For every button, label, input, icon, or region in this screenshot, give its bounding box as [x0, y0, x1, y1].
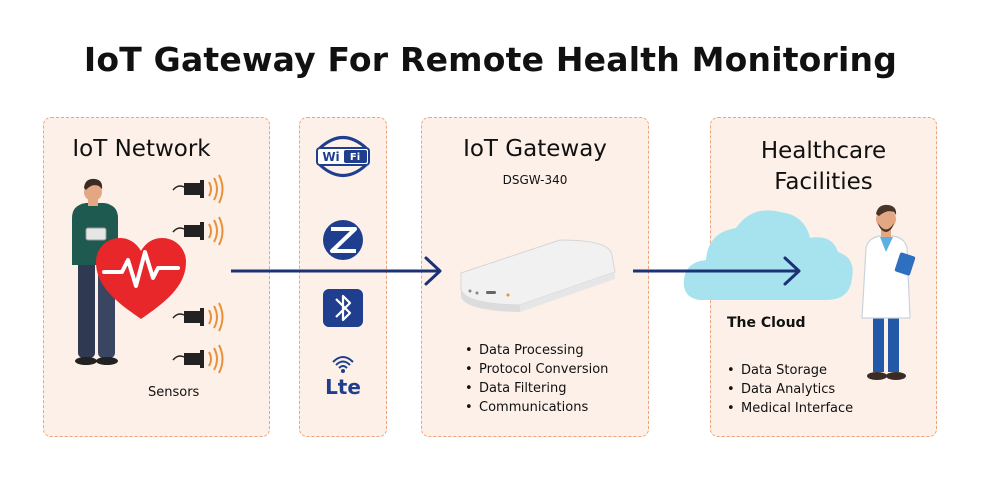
iot-gateway-heading: IoT Gateway: [463, 136, 607, 162]
list-item: Data Filtering: [465, 379, 608, 398]
arrow-to-gateway: [231, 256, 442, 286]
healthcare-feature-list: Data Storage Data Analytics Medical Inte…: [727, 361, 853, 418]
list-item: Protocol Conversion: [465, 360, 608, 379]
sensors-label: Sensors: [148, 385, 200, 400]
gateway-feature-list: Data Processing Protocol Conversion Data…: [465, 341, 608, 417]
lte-text: Lte: [325, 375, 361, 399]
gateway-model: DSGW-340: [502, 173, 568, 187]
list-item: Data Analytics: [727, 380, 853, 399]
list-item: Communications: [465, 398, 608, 417]
heartbeat-icon: [102, 250, 180, 288]
wifi-text-wi: Wi: [322, 150, 339, 164]
lte-icon: Lte: [325, 356, 361, 399]
doctor-figure: [861, 204, 916, 380]
sensor-icon: [172, 302, 224, 332]
iot-network-heading: IoT Network: [72, 136, 211, 162]
sensor-icon: [172, 174, 224, 204]
list-item: Data Storage: [727, 361, 853, 380]
cloud-icon: [683, 210, 853, 300]
wifi-text-fi: Fi: [350, 152, 360, 163]
heart-icon: [96, 238, 186, 319]
page-title: IoT Gateway For Remote Health Monitoring: [83, 40, 898, 79]
bluetooth-icon: [323, 289, 363, 327]
gateway-device-icon: [460, 239, 616, 312]
wifi-icon: Wi Fi: [316, 136, 370, 177]
protocols-panel: [299, 117, 387, 437]
sensor-icon: [172, 344, 224, 374]
arrow-to-cloud: [633, 256, 801, 286]
zigbee-icon: [323, 220, 363, 260]
sensor-icon: [172, 216, 224, 246]
healthcare-heading: Healthcare Facilities: [760, 138, 887, 195]
list-item: Medical Interface: [727, 399, 853, 418]
cloud-label: The Cloud: [727, 315, 806, 331]
list-item: Data Processing: [465, 341, 608, 360]
